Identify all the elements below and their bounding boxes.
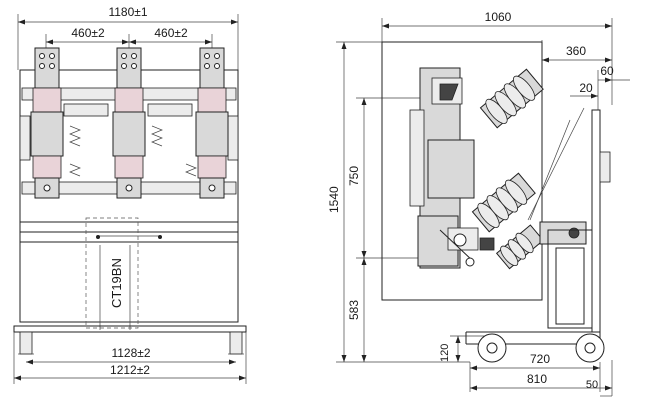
dim-terminal-span-text: 750 (347, 166, 361, 186)
dim-wheel-base-text: 720 (530, 352, 550, 366)
dim-rear-offset: 360 (541, 40, 612, 105)
dim-plate-20: 20 (570, 81, 598, 99)
dim-wheel-track-text: 1128±2 (111, 346, 150, 360)
dim-overall-width: 1180±1 (17, 5, 239, 70)
springs (63, 103, 197, 177)
mechanism-label: CT19BN (109, 258, 124, 308)
rear-plate (591, 109, 601, 333)
dim-plate-60: 60 (597, 64, 630, 110)
dim-terminal-height: 583 (347, 258, 367, 362)
dim-base-length-text: 810 (527, 372, 547, 386)
dim-overall-width-text: 1180±1 (108, 5, 147, 19)
dim-pole-pitch-right-text: 460±2 (154, 26, 188, 40)
dim-wheel-height: 120 (439, 335, 490, 362)
front-base-plate (13, 325, 247, 333)
dim-plate-60-text: 60 (600, 64, 614, 78)
dim-wheel-base: 720 (469, 352, 601, 392)
dim-pole-pitch: 460±2 460±2 (45, 26, 213, 56)
pole-right (195, 47, 229, 199)
front-view: 1180±1 460±2 460±2 (13, 5, 247, 384)
dim-wheel-offset-text: 50 (586, 379, 598, 391)
upper-insulator (479, 68, 544, 129)
lower-insulator (471, 172, 536, 233)
front-frame-lower (19, 221, 239, 323)
dim-terminal-height-text: 583 (347, 300, 361, 320)
trolley (465, 229, 605, 363)
side-frame-outline (381, 41, 543, 301)
dim-wheel-height-text: 120 (439, 344, 451, 362)
bottom-insulator (495, 224, 544, 270)
pole-middle (112, 47, 146, 199)
dim-wheel-offset: 50 (586, 379, 612, 397)
dim-height-total-text: 1540 (327, 186, 341, 213)
dim-depth-text: 1060 (485, 10, 512, 24)
dim-base-length: 810 (470, 360, 613, 396)
dim-wheel-track: 1128±2 (26, 346, 236, 365)
front-wheels (18, 331, 244, 355)
dim-terminal-span: 750 (347, 97, 420, 259)
dim-base-width: 1212±2 (13, 332, 247, 384)
mechanism-outline (85, 217, 139, 329)
dim-pole-pitch-left-text: 460±2 (71, 26, 105, 40)
pole-left (30, 47, 64, 199)
dim-rear-offset-text: 360 (566, 44, 586, 58)
dim-base-width-text: 1212±2 (110, 363, 150, 377)
dim-plate-20-text: 20 (579, 81, 593, 95)
linkage (439, 107, 587, 267)
side-view: 1060 360 60 20 (327, 10, 630, 397)
